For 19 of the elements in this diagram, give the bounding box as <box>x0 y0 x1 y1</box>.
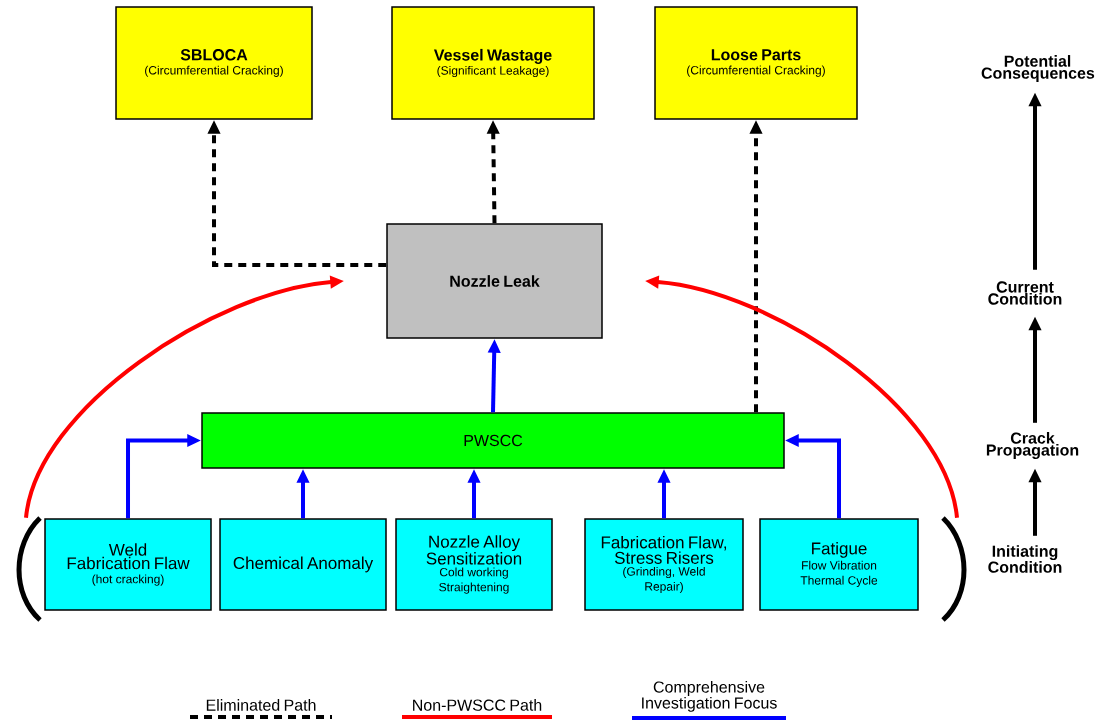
cause-box: Chemical Anomaly <box>219 518 387 611</box>
bracket <box>941 516 967 622</box>
stage-label: Potential Consequences <box>981 55 1095 82</box>
consequence-box: Vessel Wastage (Significant Leakage) <box>391 6 595 120</box>
consequence-box: Loose Parts (Circumferential Cracking) <box>654 6 858 120</box>
stage-label: Crack Propagation <box>986 432 1079 459</box>
legend-label: Eliminated Path <box>206 699 316 711</box>
cause-box: Weld Fabrication Flaw (hot cracking) <box>44 518 212 611</box>
mechanism-bar: PWSCC <box>201 412 785 469</box>
legend-label: Non-PWSCC Path <box>413 699 542 711</box>
bracket <box>16 516 42 622</box>
cause-box: Nozzle Alloy Sensitization Cold working Straightening <box>395 518 553 611</box>
condition-box: Nozzle Leak <box>386 223 603 339</box>
stage-label: Initiating Condition <box>988 545 1062 573</box>
cause-box: Fabrication Flaw, Stress Risers (Grinding, Weld Repair) <box>584 518 744 611</box>
legend-label: Comprehensive Investigation Focus <box>642 680 777 712</box>
consequence-box: SBLOCA (Circumferential Cracking) <box>115 6 313 120</box>
cause-box: Fatigue Flow Vibration Thermal Cycle <box>759 518 919 611</box>
stage-label: Current Condition <box>988 281 1062 305</box>
